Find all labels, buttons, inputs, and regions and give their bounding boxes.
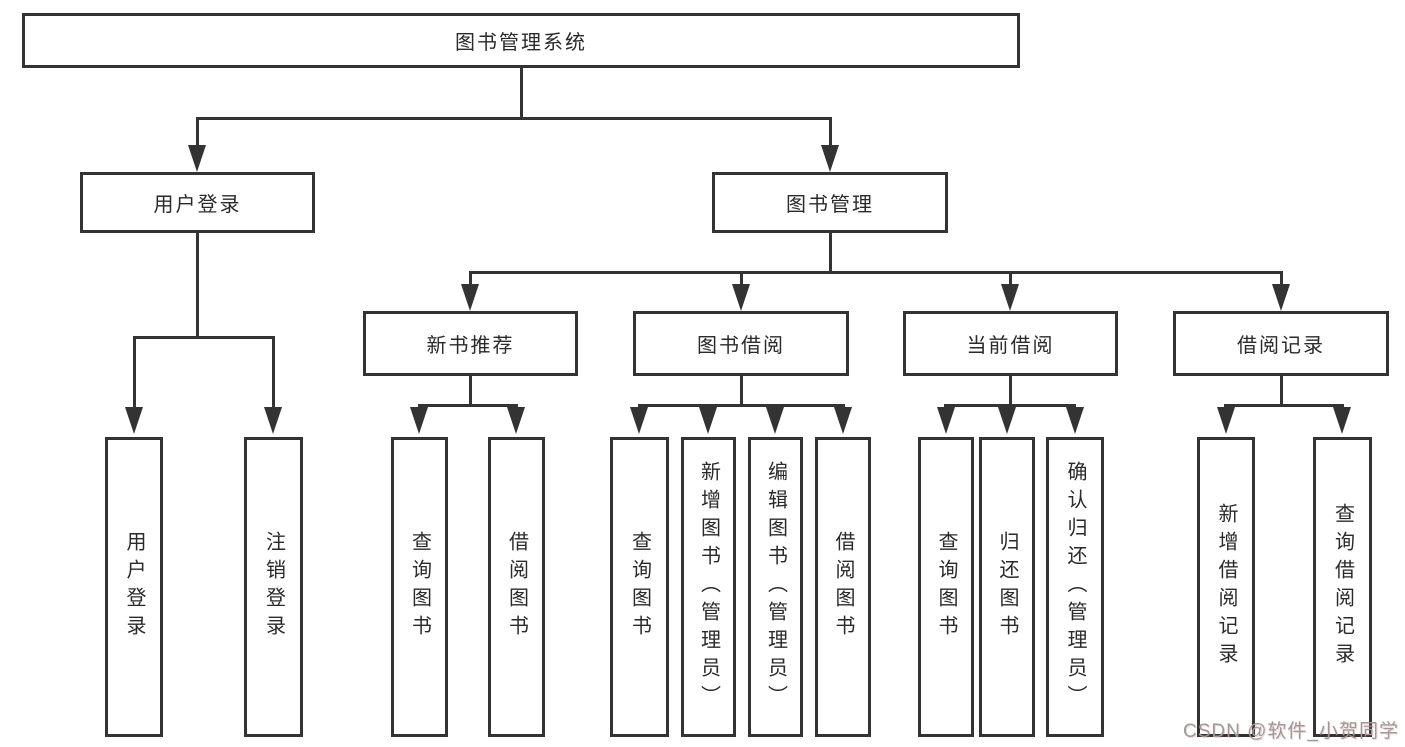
connector-line <box>829 117 832 148</box>
node-new-book-recommend-label: 新书推荐 <box>426 335 515 357</box>
leaf-query-borrow-record-label: 查询借阅记录 <box>1331 503 1354 671</box>
arrowhead-down-icon <box>461 284 479 311</box>
arrowhead-down-icon <box>125 407 143 434</box>
arrowhead-down-icon <box>188 145 206 172</box>
leaf-query-book-current: 查询图书 <box>918 437 974 737</box>
arrowhead-down-icon <box>507 407 525 434</box>
leaf-return-book: 归还图书 <box>979 437 1035 737</box>
connector-line <box>1280 271 1283 287</box>
node-new-book-recommend: 新书推荐 <box>363 311 578 376</box>
arrowhead-down-icon <box>1066 407 1084 434</box>
connector-line <box>944 404 1076 407</box>
leaf-add-borrow-record: 新增借阅记录 <box>1197 437 1255 737</box>
arrowhead-down-icon <box>1333 407 1351 434</box>
connector-line <box>469 376 472 407</box>
node-book-borrowing: 图书借阅 <box>633 311 849 376</box>
leaf-query-borrow-record: 查询借阅记录 <box>1313 437 1372 737</box>
connector-line <box>272 336 275 409</box>
leaf-edit-book-admin-label: 编辑图书（管理员） <box>764 461 787 713</box>
connector-line <box>133 336 275 339</box>
connector-line <box>469 271 472 287</box>
arrowhead-down-icon <box>410 407 428 434</box>
connector-line <box>1009 271 1012 287</box>
arrowhead-down-icon <box>937 407 955 434</box>
arrowhead-down-icon <box>732 284 750 311</box>
connector-line <box>418 404 518 407</box>
node-borrowing-records: 借阅记录 <box>1173 311 1389 376</box>
connector-line <box>740 376 743 407</box>
node-user-login-label: 用户登录 <box>153 194 242 216</box>
node-book-management: 图书管理 <box>712 172 948 233</box>
arrowhead-down-icon <box>699 407 717 434</box>
connector-line <box>1009 376 1012 407</box>
arrowhead-down-icon <box>998 407 1016 434</box>
arrowhead-down-icon <box>1272 284 1290 311</box>
connector-line <box>196 233 199 338</box>
connector-line <box>829 233 832 274</box>
connector-line <box>638 404 845 407</box>
arrowhead-down-icon <box>1217 407 1235 434</box>
connector-line <box>133 336 136 409</box>
leaf-add-book-admin-label: 新增图书（管理员） <box>697 461 720 713</box>
leaf-query-book-current-label: 查询图书 <box>935 531 957 643</box>
leaf-query-book-rec: 查询图书 <box>391 437 448 737</box>
leaf-edit-book-admin: 编辑图书（管理员） <box>748 437 803 737</box>
leaf-query-book-rec-label: 查询图书 <box>408 531 431 643</box>
arrowhead-down-icon <box>821 145 839 172</box>
node-book-management-label: 图书管理 <box>786 194 874 216</box>
leaf-borrow-book-label: 借阅图书 <box>832 531 854 643</box>
node-root: 图书管理系统 <box>22 13 1020 68</box>
arrowhead-down-icon <box>264 407 282 434</box>
connector-line <box>740 271 743 287</box>
leaf-add-borrow-record-label: 新增借阅记录 <box>1215 503 1237 671</box>
connector-line <box>469 271 1283 274</box>
arrowhead-down-icon <box>834 407 852 434</box>
leaf-return-book-label: 归还图书 <box>996 531 1018 643</box>
node-root-label: 图书管理系统 <box>455 32 587 54</box>
leaf-query-book-borrow: 查询图书 <box>610 437 669 737</box>
connector-line <box>196 117 832 120</box>
leaf-confirm-return-admin-label: 确认归还（管理员） <box>1064 461 1086 713</box>
connector-line <box>520 68 523 119</box>
connector-line <box>196 117 199 148</box>
leaf-user-login: 用户登录 <box>105 437 163 737</box>
leaf-borrow-book-rec: 借阅图书 <box>488 437 545 737</box>
leaf-user-login-label: 用户登录 <box>123 531 145 643</box>
leaf-borrow-book-rec-label: 借阅图书 <box>505 531 528 643</box>
leaf-logout: 注销登录 <box>244 437 303 737</box>
node-current-borrowing-label: 当前借阅 <box>966 335 1055 357</box>
connector-line <box>1224 404 1344 407</box>
leaf-add-book-admin: 新增图书（管理员） <box>681 437 736 737</box>
leaf-confirm-return-admin: 确认归还（管理员） <box>1046 437 1104 737</box>
arrowhead-down-icon <box>1001 284 1019 311</box>
leaf-logout-label: 注销登录 <box>262 531 285 643</box>
csdn-watermark: CSDN @软件_小贺同学 <box>1183 721 1399 742</box>
node-current-borrowing: 当前借阅 <box>903 311 1118 376</box>
arrowhead-down-icon <box>630 407 648 434</box>
node-user-login: 用户登录 <box>80 172 315 233</box>
arrowhead-down-icon <box>766 407 784 434</box>
node-borrowing-records-label: 借阅记录 <box>1237 335 1325 357</box>
node-book-borrowing-label: 图书借阅 <box>697 335 785 357</box>
connector-line <box>1280 376 1283 407</box>
leaf-query-book-borrow-label: 查询图书 <box>628 531 651 643</box>
leaf-borrow-book: 借阅图书 <box>815 437 871 737</box>
